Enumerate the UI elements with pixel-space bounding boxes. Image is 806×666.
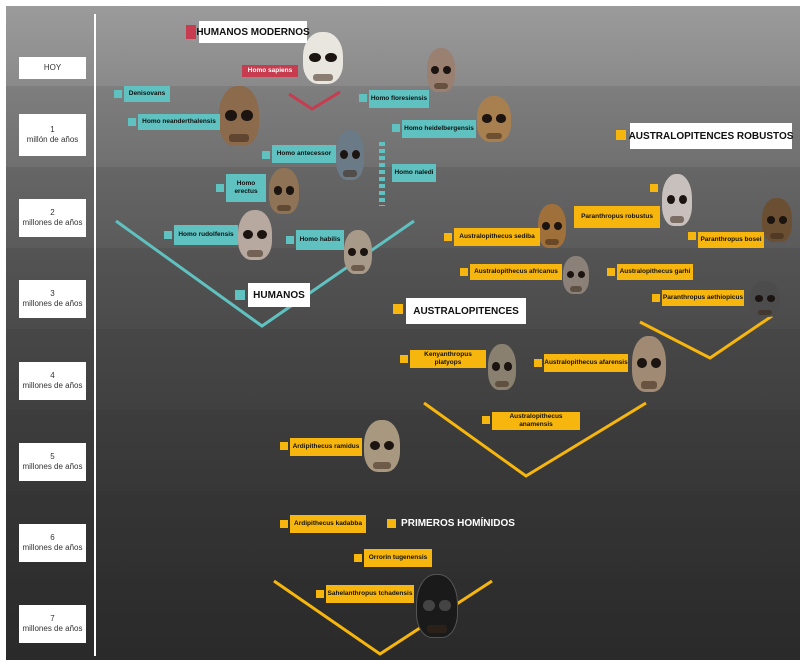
label-homo-sapiens: Homo sapiens xyxy=(242,65,298,77)
platyops-marker xyxy=(400,355,408,363)
label-homo-antecessor: Homo antecessor xyxy=(272,145,336,163)
label-homo-rudolfensis: Homo rudolfensis xyxy=(174,225,238,245)
label-homo-neanderthalensis: Homo neanderthalensis xyxy=(138,114,220,130)
first-hominids-marker xyxy=(387,519,396,528)
label-australopithecus-africanus: Australopithecus africanus xyxy=(470,264,562,280)
humans-marker xyxy=(235,290,245,300)
heading-first-hominids: PRIMEROS HOMÍNIDOS xyxy=(401,517,515,529)
heading-humans: HUMANOS xyxy=(248,283,310,307)
label-homo-erectus-line2: erectus xyxy=(234,188,258,195)
denisovans-marker xyxy=(114,90,122,98)
label-homo-erectus-line1: Homo xyxy=(236,180,256,187)
label-denisovans: Denisovans xyxy=(124,86,170,102)
antecessor-marker xyxy=(262,151,270,159)
label-ardipithecus-ramidus: Ardipithecus ramidus xyxy=(290,438,362,456)
sediba-skull xyxy=(538,204,566,248)
africanus-skull xyxy=(563,256,589,294)
erectus-marker xyxy=(216,184,224,192)
africanus-marker xyxy=(460,268,468,276)
heading-modern-humans: HUMANOS MODERNOS xyxy=(196,21,310,43)
label-homo-habilis: Homo habilis xyxy=(296,230,344,250)
neanderthal-skull xyxy=(219,86,259,146)
heading-robust-australopithecines: AUSTRALOPITENCES ROBUSTOS xyxy=(629,123,793,149)
label-homo-naledi: Homo naledi xyxy=(392,164,436,182)
time-label-today: HOY xyxy=(19,57,86,79)
label-australopithecus-anamensis: Australopithecus anamensis xyxy=(492,412,580,430)
time-band-3 xyxy=(6,248,800,329)
aethiopicus-skull xyxy=(750,281,780,317)
erectus-skull xyxy=(269,168,299,214)
anamensis-marker xyxy=(482,416,490,424)
modern-humans-marker xyxy=(186,25,196,39)
aethiopicus-marker xyxy=(652,294,660,302)
time-band-4 xyxy=(6,329,800,410)
sediba-marker xyxy=(444,233,452,241)
robust-marker xyxy=(616,130,626,140)
label-orrorin-tugenensis: Orrorin tugenensis xyxy=(364,549,432,567)
label-paranthropus-aethiopicus: Paranthropus aethiopicus xyxy=(662,290,744,306)
label-australopithecus-afarensis: Australopithecus afarensis xyxy=(544,354,628,372)
robustus-marker xyxy=(650,184,658,192)
heidelbergensis-skull xyxy=(477,96,511,142)
ramidus-skull xyxy=(364,420,400,472)
australopithecines-bracket xyxy=(423,401,647,478)
habilis-skull xyxy=(344,230,372,274)
floresiensis-skull xyxy=(427,48,455,92)
tchadensis-marker xyxy=(316,590,324,598)
rudolfensis-skull xyxy=(238,210,272,260)
label-homo-heidelbergensis: Homo heidelbergensis xyxy=(402,120,476,138)
label-australopithecus-sediba: Australopithecus sediba xyxy=(454,228,540,246)
sahelanthropus-skull xyxy=(416,574,458,638)
rudolfensis-marker xyxy=(164,231,172,239)
heading-australopithecines: AUSTRALOPITENCES xyxy=(406,298,526,324)
robust-australopithecines-bracket xyxy=(639,314,773,360)
label-paranthropus-robustus: Paranthropus robustus xyxy=(574,206,660,228)
label-ardipithecus-kadabba: Ardipithecus kadabba xyxy=(290,515,366,533)
kadabba-marker xyxy=(280,520,288,528)
time-band-5 xyxy=(6,410,800,491)
antecessor-skull xyxy=(336,130,364,180)
ramidus-marker xyxy=(280,442,288,450)
homo-sapiens-skull xyxy=(303,32,343,84)
label-kenyanthropus-platyops: Kenyanthropus platyops xyxy=(410,350,486,368)
timeline-axis xyxy=(94,14,96,656)
modern-humans-bracket xyxy=(288,90,341,111)
neanderthalensis-marker xyxy=(128,118,136,126)
habilis-marker xyxy=(286,236,294,244)
label-paranthropus-boisei: Paranthropus bosei xyxy=(698,232,764,248)
label-sahelanthropus-tchadensis: Sahelanthropus tchadensis xyxy=(326,585,414,603)
naledi-dotted-range xyxy=(379,142,385,206)
afarensis-marker xyxy=(534,359,542,367)
garhi-marker xyxy=(607,268,615,276)
time-band-today xyxy=(6,6,800,86)
floresiensis-marker xyxy=(359,94,367,102)
platyops-skull xyxy=(488,344,516,390)
tugenensis-marker xyxy=(354,554,362,562)
boisei-marker xyxy=(688,232,696,240)
robustus-skull xyxy=(662,174,692,226)
boisei-skull xyxy=(762,198,792,242)
australopithecines-marker xyxy=(393,304,403,314)
heidelbergensis-marker xyxy=(392,124,400,132)
label-australopithecus-garhi: Australopithecus garhi xyxy=(617,264,693,280)
afarensis-skull xyxy=(632,336,666,392)
label-homo-floresiensis: Homo floresiensis xyxy=(369,90,429,108)
